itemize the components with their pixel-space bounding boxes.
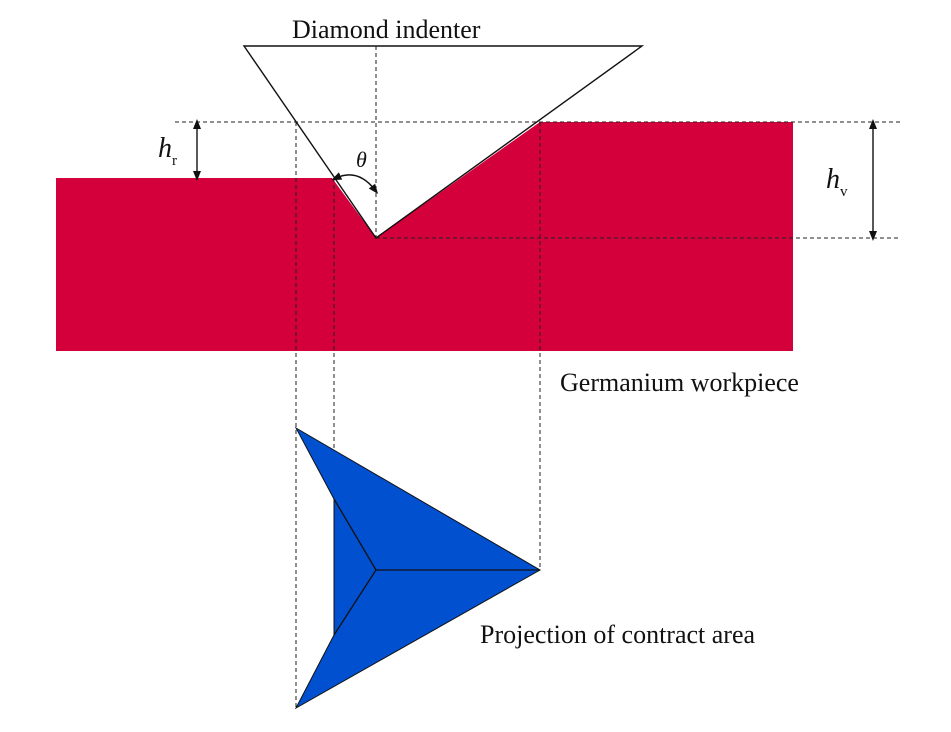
germanium-workpiece-label: Germanium workpiece bbox=[560, 368, 799, 397]
hr-label: hr bbox=[158, 133, 177, 169]
contact-area-projection bbox=[294, 426, 542, 710]
theta-angle-arc bbox=[331, 172, 379, 194]
hr-subscript: r bbox=[172, 153, 177, 169]
germanium-workpiece bbox=[56, 122, 793, 351]
projection-edge-upper bbox=[333, 498, 377, 571]
theta-label: θ bbox=[356, 147, 367, 172]
diamond-indenter bbox=[242, 45, 645, 239]
hr-symbol: h bbox=[158, 133, 172, 164]
projection-label: Projection of contract area bbox=[480, 620, 755, 649]
hv-label: hv bbox=[826, 164, 848, 200]
projection-edge-lower bbox=[333, 569, 377, 636]
hv-subscript: v bbox=[840, 184, 848, 200]
projection-shape bbox=[294, 426, 542, 710]
diamond-indenter-label: Diamond indenter bbox=[292, 15, 481, 44]
hv-symbol: h bbox=[826, 164, 840, 195]
